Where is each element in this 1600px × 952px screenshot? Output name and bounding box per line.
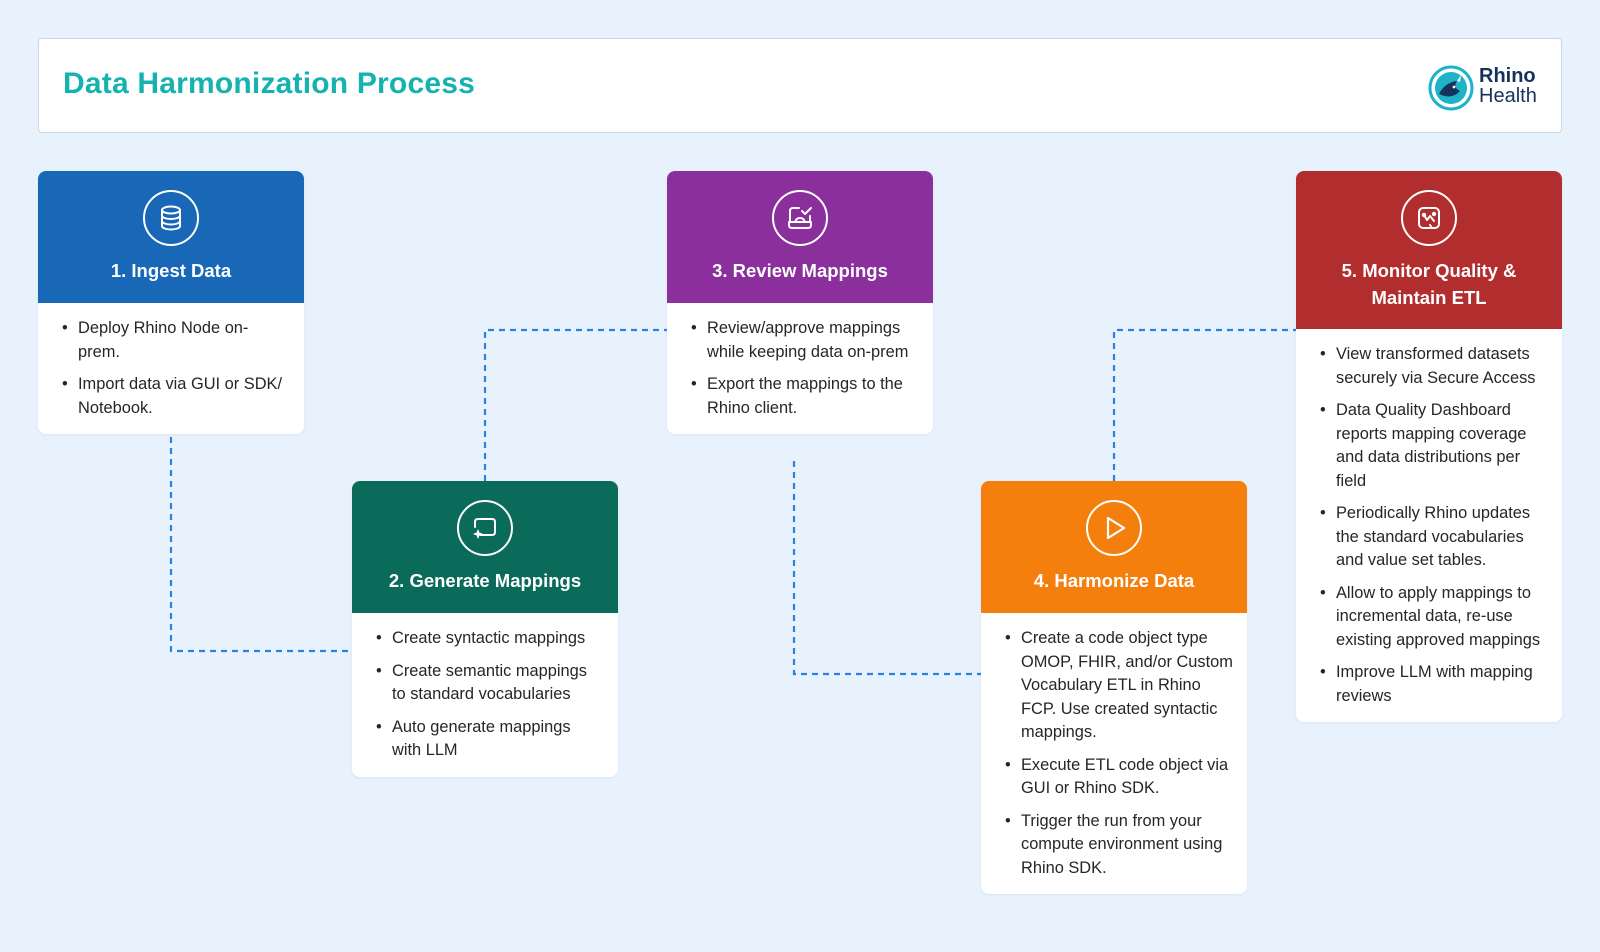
review-check-icon [772, 190, 828, 246]
rhino-health-logo: Rhino Health [1427, 59, 1539, 113]
connector-2-to-3 [483, 328, 667, 481]
step-card-harmonize-data: 4. Harmonize Data Create a code object t… [981, 481, 1247, 894]
step-card-body: Create a code object type OMOP, FHIR, an… [981, 613, 1247, 894]
bullet-item: Execute ETL code object via GUI or Rhino… [1005, 754, 1233, 801]
bullet-item: Periodically Rhino updates the standard … [1320, 502, 1548, 573]
step-card-header: 2. Generate Mappings [352, 481, 618, 613]
step-title: 2. Generate Mappings [388, 570, 582, 591]
bullet-list: View transformed datasets securely via S… [1320, 343, 1548, 708]
header-banner: Data Harmonization Process Rhino Health [38, 38, 1562, 133]
connector-3-to-4 [792, 461, 981, 676]
bullet-item: Create semantic mappings to standard voc… [376, 660, 604, 707]
bullet-item: Create a code object type OMOP, FHIR, an… [1005, 627, 1233, 745]
ai-chat-icon [457, 500, 513, 556]
step-card-review-mappings: 3. Review Mappings Review/approve mappin… [667, 171, 933, 434]
bullet-list: Deploy Rhino Node on-prem. Import data v… [62, 317, 290, 420]
bullet-item: Auto generate mappings with LLM [376, 716, 604, 763]
bullet-item: Deploy Rhino Node on-prem. [62, 317, 290, 364]
play-icon [1086, 500, 1142, 556]
bullet-list: Create a code object type OMOP, FHIR, an… [1005, 627, 1233, 880]
bullet-item: Allow to apply mappings to incremental d… [1320, 582, 1548, 653]
bullet-item: View transformed datasets securely via S… [1320, 343, 1548, 390]
step-card-monitor-quality: 5. Monitor Quality & Maintain ETL View t… [1296, 171, 1562, 722]
bullet-item: Create syntactic mappings [376, 627, 604, 651]
rhino-logo-icon [1428, 65, 1474, 111]
bullet-item: Data Quality Dashboard reports mapping c… [1320, 399, 1548, 493]
logo-word-health: Health [1479, 85, 1537, 107]
step-card-body: Deploy Rhino Node on-prem. Import data v… [38, 303, 304, 434]
monitor-chart-icon [1401, 190, 1457, 246]
step-card-body: Create syntactic mappings Create semanti… [352, 613, 618, 777]
step-card-ingest-data: 1. Ingest Data Deploy Rhino Node on-prem… [38, 171, 304, 434]
step-card-generate-mappings: 2. Generate Mappings Create syntactic ma… [352, 481, 618, 777]
step-card-header: 4. Harmonize Data [981, 481, 1247, 613]
step-title: 5. Monitor Quality & Maintain ETL [1341, 260, 1517, 308]
bullet-item: Review/approve mappings while keeping da… [691, 317, 919, 364]
bullet-item: Export the mappings to the Rhino client. [691, 373, 919, 420]
page-title: Data Harmonization Process [63, 67, 475, 100]
step-card-body: View transformed datasets securely via S… [1296, 329, 1562, 722]
step-card-header: 5. Monitor Quality & Maintain ETL [1296, 171, 1562, 329]
step-card-header: 1. Ingest Data [38, 171, 304, 303]
step-card-header: 3. Review Mappings [667, 171, 933, 303]
step-title: 1. Ingest Data [110, 260, 232, 281]
step-title: 3. Review Mappings [712, 260, 888, 281]
database-icon [143, 190, 199, 246]
bullet-item: Trigger the run from your compute enviro… [1005, 810, 1233, 881]
connector-4-to-5 [1112, 328, 1296, 481]
bullet-item: Import data via GUI or SDK/ Notebook. [62, 373, 290, 420]
step-card-body: Review/approve mappings while keeping da… [667, 303, 933, 434]
bullet-item: Improve LLM with mapping reviews [1320, 661, 1548, 708]
bullet-list: Create syntactic mappings Create semanti… [376, 627, 604, 763]
connector-1-to-2 [169, 437, 352, 653]
step-title: 4. Harmonize Data [1033, 570, 1195, 591]
logo-word-rhino: Rhino [1479, 65, 1536, 87]
bullet-list: Review/approve mappings while keeping da… [691, 317, 919, 420]
